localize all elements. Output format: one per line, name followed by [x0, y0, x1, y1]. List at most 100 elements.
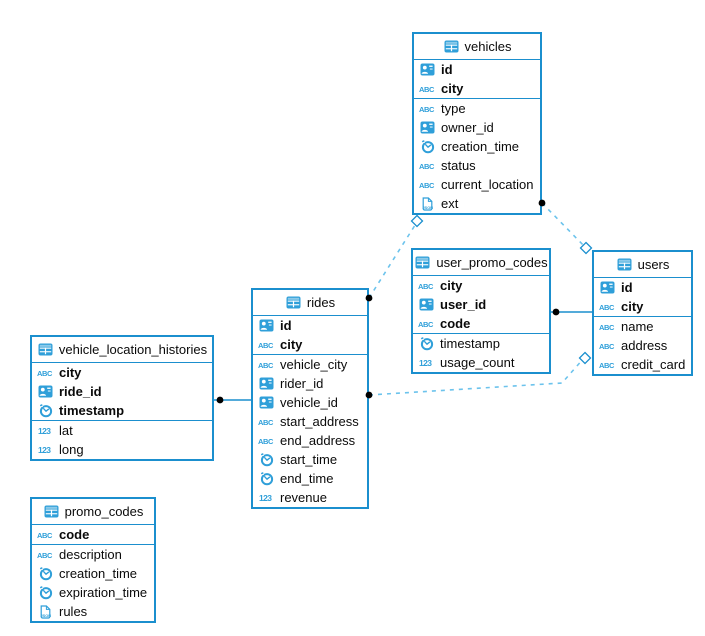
table-header-users[interactable]: users	[594, 252, 691, 278]
column-end_time[interactable]: end_time	[253, 469, 367, 488]
column-creation_time[interactable]: creation_time	[32, 564, 154, 583]
column-description[interactable]: ABC description	[32, 545, 154, 564]
table-header-vehicle_location_histories[interactable]: vehicle_location_histories	[32, 337, 212, 363]
abc-text-icon: ABC	[599, 302, 616, 312]
column-start_time[interactable]: start_time	[253, 450, 367, 469]
column-expiration_time[interactable]: expiration_time	[32, 583, 154, 602]
column-user_id[interactable]: user_id	[413, 295, 549, 314]
table-name: users	[637, 257, 670, 272]
column-label: code	[59, 527, 90, 542]
column-label: ride_id	[59, 384, 102, 399]
svg-text:ABC: ABC	[37, 551, 53, 560]
table-header-rides[interactable]: rides	[253, 290, 367, 316]
column-vehicle_id[interactable]: vehicle_id	[253, 393, 367, 412]
column-label: creation_time	[441, 139, 520, 154]
column-revenue[interactable]: 123 revenue	[253, 488, 367, 507]
column-timestamp[interactable]: timestamp	[413, 334, 549, 353]
column-label: owner_id	[441, 120, 494, 135]
column-code[interactable]: ABC code	[413, 314, 549, 333]
numeric-123-icon: 123	[418, 357, 435, 368]
column-label: rider_id	[280, 376, 324, 391]
column-credit_card[interactable]: ABC credit_card	[594, 355, 691, 374]
table-header-promo_codes[interactable]: promo_codes	[32, 499, 154, 525]
column-label: city	[280, 337, 303, 352]
abc-text-icon: ABC	[419, 180, 436, 190]
column-owner_id[interactable]: owner_id	[414, 118, 540, 137]
column-rider_id[interactable]: rider_id	[253, 374, 367, 393]
svg-text:123: 123	[259, 493, 272, 503]
column-id[interactable]: id	[253, 316, 367, 335]
id-badge-icon	[419, 121, 436, 134]
abc-text-icon: ABC	[418, 319, 435, 329]
relationship-vehicles-users[interactable]	[538, 199, 593, 255]
svg-text:ABC: ABC	[599, 323, 615, 332]
table-name: vehicle_location_histories	[58, 342, 208, 357]
table-name: rides	[306, 295, 336, 310]
table-name: promo_codes	[64, 504, 144, 519]
svg-text:ABC: ABC	[258, 361, 274, 370]
column-label: code	[440, 316, 471, 331]
column-label: usage_count	[440, 355, 515, 370]
column-creation_time[interactable]: creation_time	[414, 137, 540, 156]
column-id[interactable]: id	[414, 60, 540, 79]
svg-text:JSON: JSON	[41, 612, 52, 617]
column-ride_id[interactable]: ride_id	[32, 382, 212, 401]
column-label: creation_time	[59, 566, 138, 581]
svg-text:ABC: ABC	[37, 369, 53, 378]
parent-end-diamond-marker	[410, 214, 424, 228]
column-timestamp[interactable]: timestamp	[32, 401, 212, 420]
svg-text:ABC: ABC	[599, 303, 615, 312]
id-badge-icon	[419, 63, 436, 76]
pk-section-divider	[253, 354, 367, 355]
id-badge-icon	[258, 377, 275, 390]
table-header-user_promo_codes[interactable]: user_promo_codes	[413, 250, 549, 276]
abc-text-icon: ABC	[37, 550, 54, 560]
column-label: id	[621, 280, 633, 295]
column-rules[interactable]: JSON rules	[32, 602, 154, 621]
column-label: end_time	[280, 471, 334, 486]
column-label: description	[59, 547, 122, 562]
column-label: rules	[59, 604, 88, 619]
column-city[interactable]: ABC city	[594, 297, 691, 316]
svg-text:123: 123	[419, 358, 432, 368]
column-label: city	[621, 299, 644, 314]
abc-text-icon: ABC	[599, 360, 616, 370]
column-label: credit_card	[621, 357, 686, 372]
table-icon	[443, 40, 460, 53]
pk-section-divider	[413, 333, 549, 334]
id-badge-icon	[418, 298, 435, 311]
table-icon	[414, 256, 431, 269]
relationship-user_promo_codes-users[interactable]	[551, 308, 592, 316]
json-document-icon: JSON	[37, 604, 54, 619]
table-name: vehicles	[464, 39, 512, 54]
column-label: revenue	[280, 490, 327, 505]
svg-text:ABC: ABC	[418, 282, 434, 291]
relationship-vehicle_location_histories-rides[interactable]	[214, 396, 251, 404]
abc-text-icon: ABC	[418, 281, 435, 291]
table-header-vehicles[interactable]: vehicles	[414, 34, 540, 60]
column-usage_count[interactable]: 123 usage_count	[413, 353, 549, 372]
column-id[interactable]: id	[594, 278, 691, 297]
